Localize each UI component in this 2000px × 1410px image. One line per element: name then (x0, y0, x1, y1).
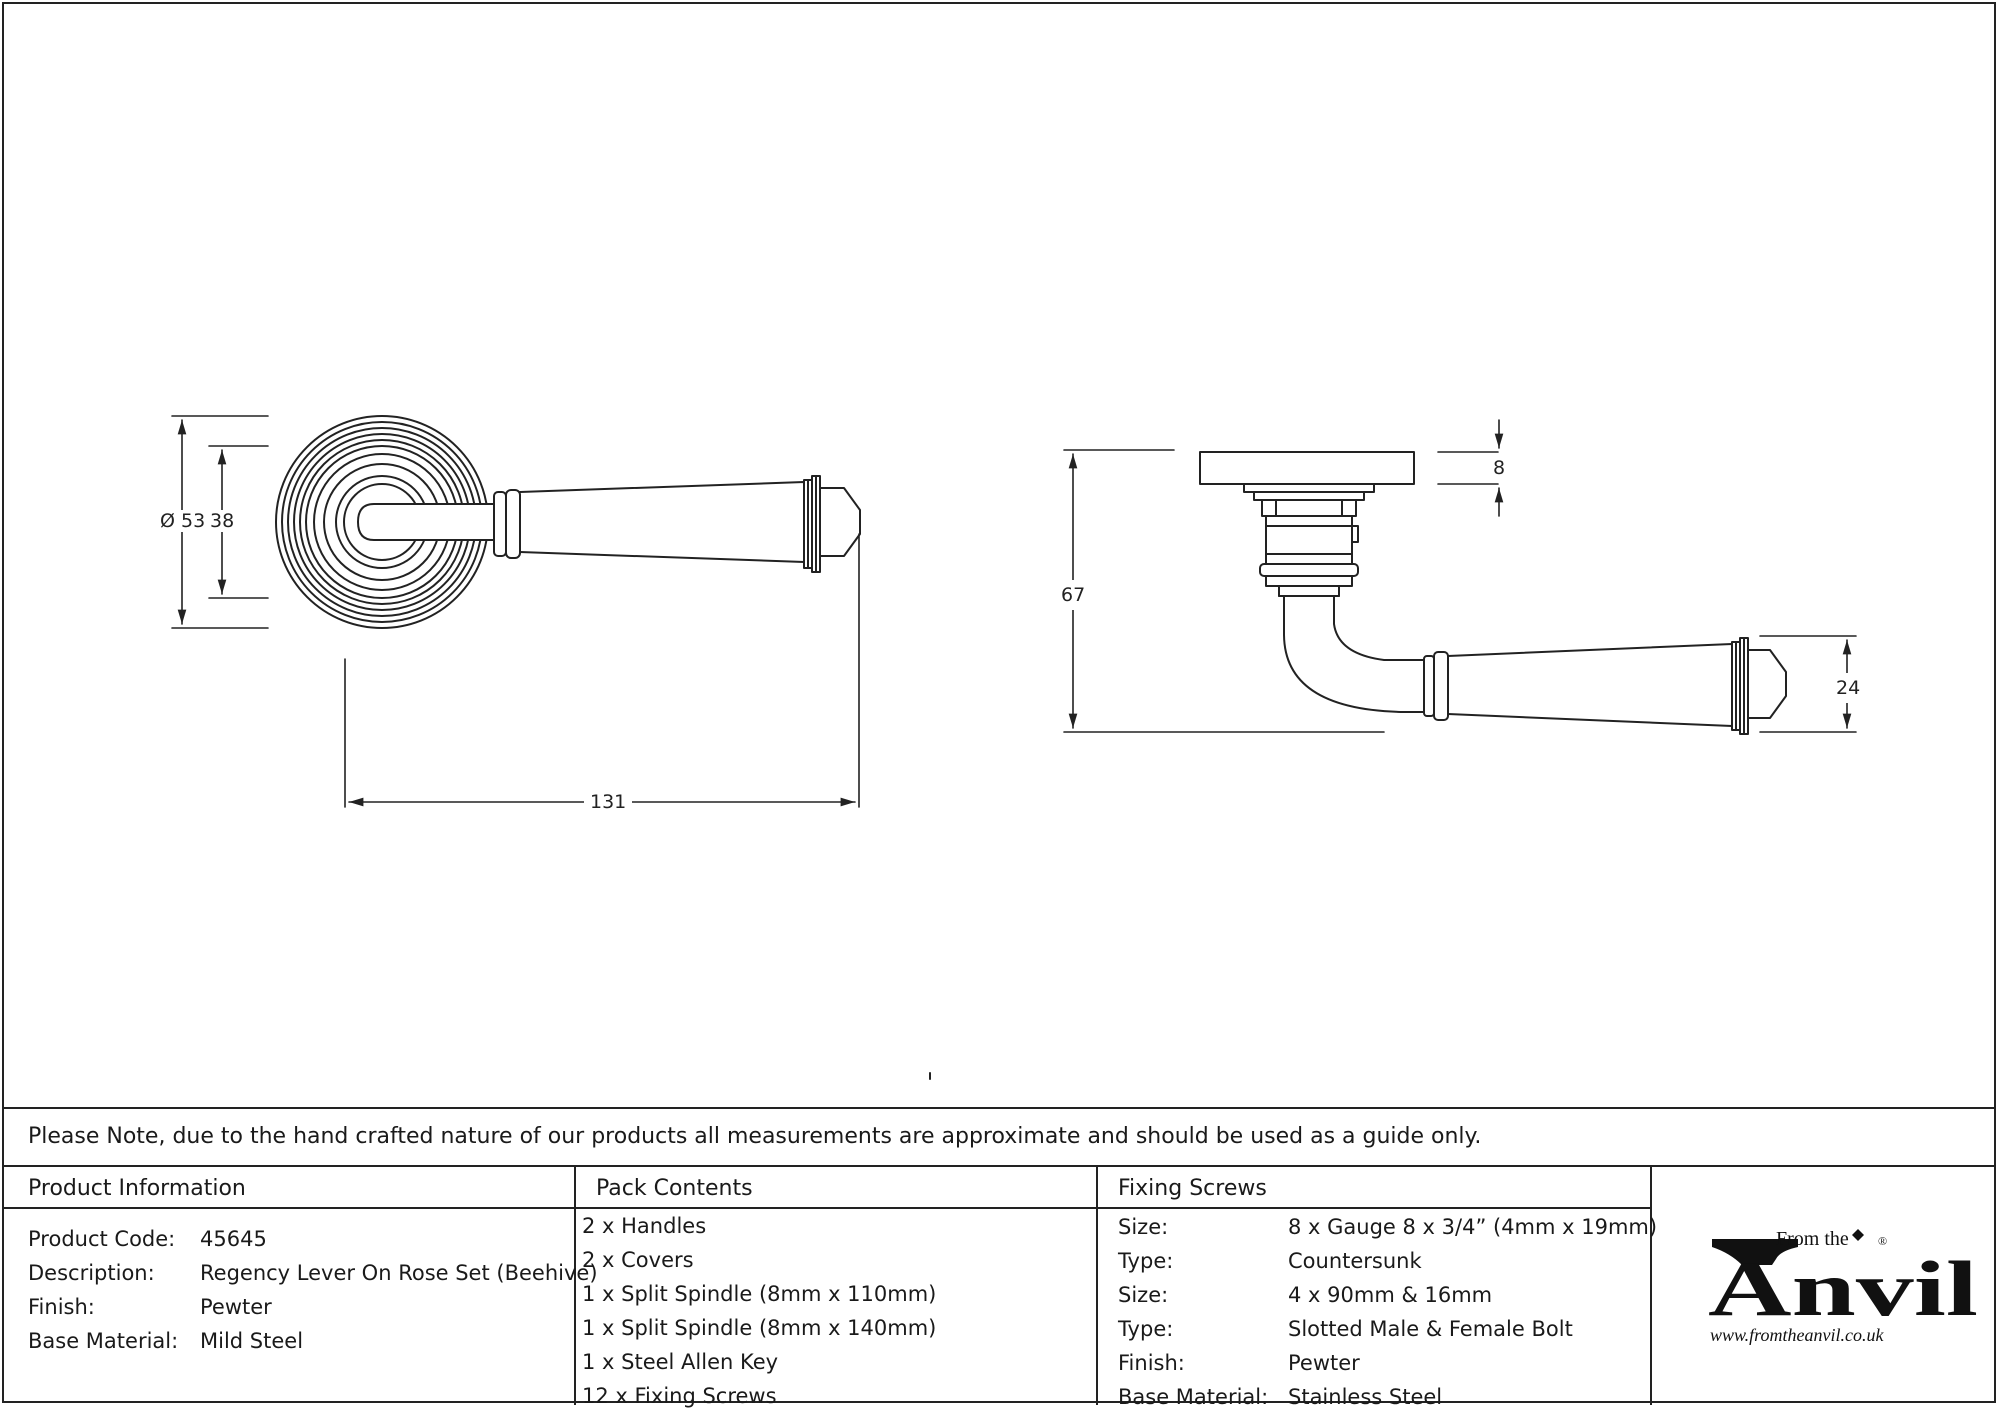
overall-length-label: 131 (584, 791, 633, 813)
pack-contents-heading: Pack Contents (596, 1176, 753, 1201)
side-view-rose (1199, 451, 1415, 587)
lever-height-label: 24 (1836, 673, 1861, 703)
front-view-dimension-lines (171, 415, 860, 808)
logo-from-the: From the (1776, 1228, 1849, 1250)
fixing-screws-heading: Fixing Screws (1118, 1176, 1267, 1201)
fixing-screws-key: Type: (1118, 1317, 1174, 1341)
product-code-value: 45645 (200, 1227, 267, 1251)
logo-url: www.fromtheanvil.co.uk (1710, 1325, 1884, 1345)
projection-label: 67 (1061, 580, 1086, 610)
side-view-lever (1278, 585, 1787, 735)
logo-brand: Anvil (1708, 1245, 1978, 1332)
measurement-note-bar: Please Note, due to the hand crafted nat… (4, 1107, 1994, 1167)
fixing-screws-key: Type: (1118, 1249, 1174, 1273)
fixing-screws-value: Slotted Male & Female Bolt (1288, 1317, 1573, 1341)
from-the-anvil-logo: From the ® Anvil www.fromtheanvil.co.uk (1652, 1167, 1994, 1405)
front-view-lever (357, 475, 861, 573)
fixing-screws-value: 4 x 90mm & 16mm (1288, 1283, 1493, 1307)
pack-contents-panel: Pack Contents 2 x Handles 2 x Covers 1 x… (576, 1167, 1098, 1408)
fixing-screws-key: Size: (1118, 1283, 1169, 1307)
diamond-icon (1852, 1229, 1864, 1241)
fixing-screws-key: Finish: (1118, 1351, 1185, 1375)
fixing-screws-value: 8 x Gauge 8 x 3/4” (4mm x 19mm) (1288, 1215, 1658, 1239)
measurement-note: Please Note, due to the hand crafted nat… (28, 1124, 1482, 1149)
product-code-key: Product Code: (28, 1227, 176, 1251)
finish-key: Finish: (28, 1295, 95, 1319)
logo-registered: ® (1878, 1234, 1887, 1248)
drawing-area: Ø 53 38 131 67 8 24 (4, 4, 1994, 1107)
description-value: Regency Lever On Rose Set (Beehive) (200, 1261, 598, 1285)
finish-value: Pewter (200, 1295, 272, 1319)
fixing-screws-header: Fixing Screws (1098, 1167, 1650, 1209)
pack-contents-header: Pack Contents (576, 1167, 1096, 1209)
fixing-screws-key: Size: (1118, 1215, 1169, 1239)
rose-inner-label: 38 (210, 510, 235, 532)
description-key: Description: (28, 1261, 155, 1285)
logo-svg: From the ® Anvil www.fromtheanvil.co.uk (1708, 1228, 1978, 1345)
fixing-screws-key: Base Material: (1118, 1385, 1269, 1409)
fixing-screws-value: Countersunk (1288, 1249, 1422, 1273)
fixing-screws-panel: Fixing Screws Size: 8 x Gauge 8 x 3/4” (… (1098, 1167, 1657, 1409)
pack-item: 1 x Steel Allen Key (582, 1350, 779, 1374)
drawing-svg (171, 415, 1857, 1080)
pack-item: 12 x Fixing Screws (582, 1384, 777, 1408)
anvil-icon (1712, 1239, 1798, 1265)
pack-item: 1 x Split Spindle (8mm x 110mm) (582, 1282, 937, 1306)
rose-thickness-label: 8 (1493, 457, 1506, 479)
base-material-value: Mild Steel (200, 1329, 304, 1353)
product-information-heading: Product Information (28, 1176, 246, 1201)
fixing-screws-value: Pewter (1288, 1351, 1360, 1375)
base-material-key: Base Material: (28, 1329, 179, 1353)
rose-diameter-label: Ø 53 (160, 510, 206, 532)
fixing-screws-value: Stainless Steel (1288, 1385, 1443, 1409)
product-information-panel: Product Information Product Code: 45645 … (4, 1167, 598, 1405)
pack-item: 1 x Split Spindle (8mm x 140mm) (582, 1316, 937, 1340)
pack-item: 2 x Handles (582, 1214, 707, 1238)
product-information-header: Product Information (4, 1167, 574, 1209)
pack-item: 2 x Covers (582, 1248, 694, 1272)
